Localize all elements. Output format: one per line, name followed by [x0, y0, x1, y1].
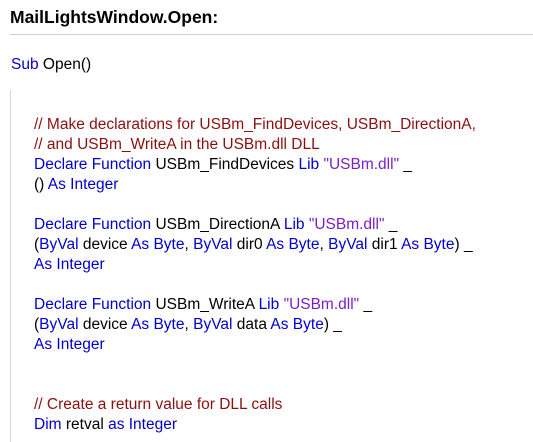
- code-token: dir0: [232, 236, 267, 253]
- code-token: as Integer: [108, 416, 178, 433]
- code-token: Declare Function: [34, 216, 152, 233]
- code-token: ) _: [323, 316, 342, 333]
- code-token: As Byte: [266, 236, 320, 253]
- code-token: As Integer: [34, 336, 105, 353]
- code-token: As Integer: [34, 256, 105, 273]
- code-line: // Create a return value for DLL calls: [34, 395, 282, 415]
- code-token: USBm_DirectionA: [151, 216, 284, 233]
- code-line: Sub Open(): [11, 55, 91, 75]
- code-token: Declare Function: [34, 296, 152, 313]
- code-token: // and USBm_WriteA in the USBm.dll DLL: [34, 136, 320, 153]
- code-token: Dim: [34, 416, 62, 433]
- code-line: As Integer: [34, 335, 105, 355]
- code-token: Lib: [258, 296, 280, 313]
- code-token: ) _: [454, 236, 473, 253]
- code-token: As Byte: [131, 236, 185, 253]
- code-token: Declare Function: [34, 156, 152, 173]
- code-token: Lib: [298, 156, 320, 173]
- code-token: // Make declarations for USBm_FindDevice…: [34, 116, 476, 133]
- code-line: (ByVal device As Byte, ByVal data As Byt…: [34, 315, 342, 335]
- code-token: Sub: [11, 56, 39, 73]
- code-token: ByVal: [193, 316, 233, 333]
- code-token: _: [384, 216, 398, 233]
- code-token: USBm_WriteA: [151, 296, 259, 313]
- code-token: (): [34, 176, 48, 193]
- code-line: Declare Function USBm_FindDevices Lib "U…: [34, 155, 412, 175]
- code-token: // Create a return value for DLL calls: [34, 396, 283, 413]
- title-divider: [10, 34, 533, 35]
- code-token: Lib: [283, 216, 305, 233]
- code-token: USBm_FindDevices: [151, 156, 299, 173]
- code-token: "USBm.dll": [308, 216, 385, 233]
- code-token: "USBm.dll": [323, 156, 400, 173]
- code-margin-rule: [10, 90, 11, 442]
- code-line: // and USBm_WriteA in the USBm.dll DLL: [34, 135, 320, 155]
- code-token: device: [78, 316, 132, 333]
- code-token: data: [232, 316, 271, 333]
- code-line: // Make declarations for USBm_FindDevice…: [34, 115, 476, 135]
- code-line: Dim retval as Integer: [34, 415, 177, 435]
- code-token: _: [359, 296, 373, 313]
- code-token: device: [78, 236, 132, 253]
- code-line: Declare Function USBm_DirectionA Lib "US…: [34, 215, 397, 235]
- code-token: (: [34, 236, 40, 253]
- code-line: (ByVal device As Byte, ByVal dir0 As Byt…: [34, 235, 473, 255]
- code-token: ,: [184, 236, 194, 253]
- code-token: As Byte: [270, 316, 324, 333]
- code-token: "USBm.dll": [283, 296, 360, 313]
- code-line: As Integer: [34, 255, 105, 275]
- code-token: ByVal: [39, 316, 79, 333]
- code-token: ,: [319, 236, 329, 253]
- code-token: (: [34, 316, 40, 333]
- code-token: As Byte: [401, 236, 455, 253]
- code-token: ByVal: [328, 236, 368, 253]
- code-line: () As Integer: [34, 175, 118, 195]
- code-token: dir1: [367, 236, 402, 253]
- code-token: ByVal: [39, 236, 79, 253]
- code-token: Open(): [38, 56, 92, 73]
- code-token: retval: [61, 416, 109, 433]
- code-token: As Integer: [47, 176, 119, 193]
- code-token: ByVal: [193, 236, 233, 253]
- code-line: Declare Function USBm_WriteA Lib "USBm.d…: [34, 295, 372, 315]
- code-token: As Byte: [131, 316, 185, 333]
- page-title: MailLightsWindow.Open:: [10, 7, 219, 27]
- code-token: ,: [184, 316, 194, 333]
- code-token: _: [399, 156, 413, 173]
